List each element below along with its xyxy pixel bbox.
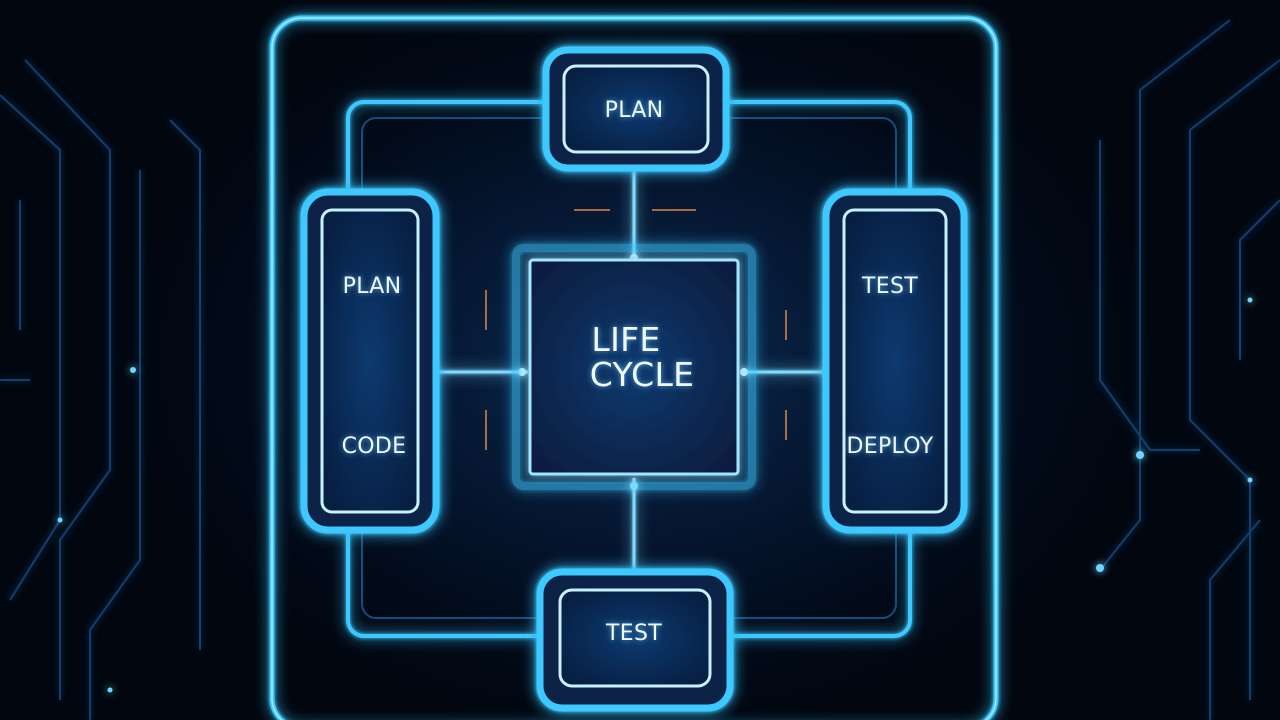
- left-panel-inner: [320, 208, 420, 514]
- accent-dashes: [485, 209, 787, 450]
- center-box: [528, 258, 740, 476]
- circuit-traces-right: [1099, 19, 1280, 720]
- left-panel-top-label: PLAN: [342, 274, 402, 299]
- bottom-box-inner: [558, 588, 712, 688]
- center-label-line2: CYCLE: [589, 355, 695, 394]
- top-box-label: PLAN: [604, 98, 664, 123]
- right-panel-bottom-label: DEPLOY: [846, 434, 934, 459]
- center-label-line1: LIFE: [591, 320, 661, 359]
- center-box-glow: [512, 244, 756, 490]
- right-panel-top-label: TEST: [862, 274, 918, 299]
- circuit-nodes: [57, 297, 1253, 693]
- bottom-box-label: TEST: [606, 621, 662, 646]
- right-panel-inner: [842, 208, 948, 514]
- top-box-inner: [562, 64, 710, 154]
- outer-frame-core: [271, 17, 997, 720]
- circuit-traces-left: [0, 59, 201, 720]
- left-panel-bottom-label: CODE: [341, 434, 407, 459]
